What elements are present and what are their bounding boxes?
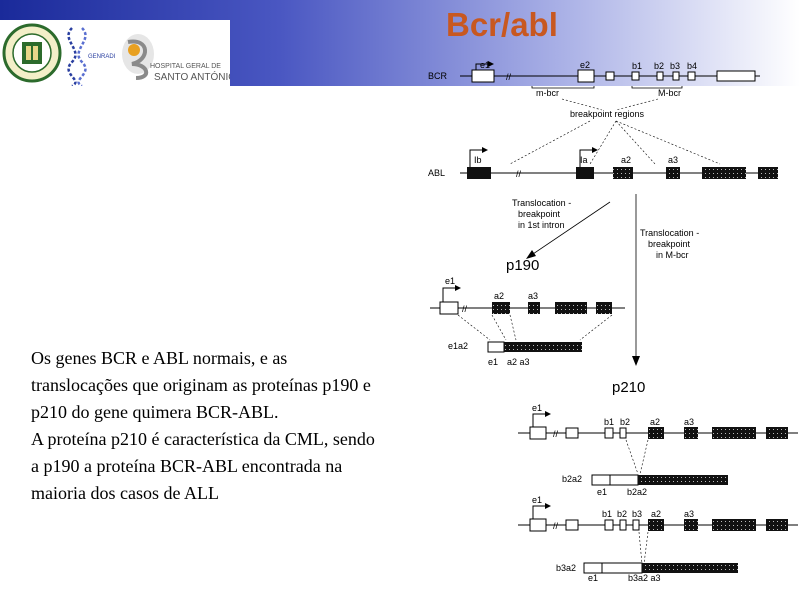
abl-gene-label: ABL xyxy=(428,168,445,178)
bcr-e1-label: e1 xyxy=(480,60,490,70)
abl-ib-label: Ib xyxy=(474,155,482,165)
p210-title: p210 xyxy=(612,379,645,396)
translocation-left-line1: Translocation - xyxy=(512,198,571,208)
bcr-b3-label: b3 xyxy=(670,61,680,71)
bcr-exon-b1 xyxy=(631,71,640,81)
abl-a3-label: a3 xyxy=(668,155,678,165)
p210-b2-label: b2 xyxy=(620,417,630,427)
bcr-exon-b3 xyxy=(672,71,680,81)
paragraph-1: Os genes BCR e ABL normais, e as translo… xyxy=(31,348,371,422)
abl-ia-label: Ia xyxy=(580,155,588,165)
translocation-left-line3: in 1st intron xyxy=(518,220,565,230)
p210b-exon-a2 xyxy=(648,519,664,531)
p210b-exon-b1 xyxy=(604,519,614,531)
p190-junction-label: e1a2 xyxy=(448,341,468,351)
translocation-right-line2: breakpoint xyxy=(648,239,691,249)
p210-a3-label: a3 xyxy=(684,417,694,427)
p210b-b2-label: b2 xyxy=(617,509,627,519)
p210-exon-b2 xyxy=(619,427,627,439)
p190-bottom-a2a3: a2 a3 xyxy=(507,357,530,367)
p210b-e1-label: e1 xyxy=(532,495,542,505)
p210b-b3-label: b3 xyxy=(632,509,642,519)
p190-exon-a3 xyxy=(528,302,540,314)
m-bcr-label: m-bcr xyxy=(536,88,559,98)
p210-junction-b3a2: b3a2 xyxy=(556,563,576,573)
p210-b2a2-label: b2a2 xyxy=(627,487,647,497)
paragraph-2: A proteína p210 é característica da CML,… xyxy=(31,429,375,503)
p210b-b1-label: b1 xyxy=(602,509,612,519)
bcr-abl-translocation-diagram: BCR // e1 e2 b1 b2 b3 b4 m-bcr M-bcr bre… xyxy=(428,60,798,583)
logos-graphic: GENRADI HOSPITAL GERAL DE SANTO ANTÓNIO xyxy=(2,23,236,88)
p210b-exon-b2 xyxy=(619,519,627,531)
p190-title: p190 xyxy=(506,257,539,274)
hospital-text-line1: HOSPITAL GERAL DE xyxy=(150,63,221,70)
logo-strip: GENRADI HOSPITAL GERAL DE SANTO ANTÓNIO xyxy=(0,20,236,88)
p210-b1-label: b1 xyxy=(604,417,614,427)
bcr-b4-label: b4 xyxy=(687,61,697,71)
p210b-a2-label: a2 xyxy=(651,509,661,519)
p210-exon-b1 xyxy=(604,427,614,439)
translocation-right-line1: Translocation - xyxy=(640,228,699,238)
bcr-b2-label: b2 xyxy=(654,61,664,71)
abl-exon-ia xyxy=(576,167,594,179)
p190-a2-label: a2 xyxy=(494,291,504,301)
p210b-exon-a3 xyxy=(684,519,698,531)
bcr-gene-label: BCR xyxy=(428,71,448,81)
p210-exon-e1 xyxy=(529,426,547,440)
abl-break-mark: // xyxy=(516,169,522,179)
slide-title: Bcr/abl xyxy=(446,6,558,43)
hospital-logo: HOSPITAL GERAL DE SANTO ANTÓNIO xyxy=(122,34,236,83)
p190-exon-e1 xyxy=(439,301,459,315)
p210-a2-label: a2 xyxy=(650,417,660,427)
bcr-e2-label: e2 xyxy=(580,60,590,70)
p210-b3a2-label: b3a2 a3 xyxy=(628,573,661,583)
p210-junction-b2a2: b2a2 xyxy=(562,474,582,484)
bcr-break-mark: // xyxy=(506,72,512,82)
bcr-exon-e2 xyxy=(577,69,595,83)
bcr-b1-label: b1 xyxy=(632,61,642,71)
p190-e1-label: e1 xyxy=(445,276,455,286)
hospital-text-line2: SANTO ANTÓNIO xyxy=(154,70,230,83)
translocation-right-line3: in M-bcr xyxy=(656,250,689,260)
p210b-a3-label: a3 xyxy=(684,509,694,519)
p210b-exon-b3 xyxy=(632,519,640,531)
translocation-left-line2: breakpoint xyxy=(518,209,561,219)
p210-b3a2-e1: e1 xyxy=(588,573,598,583)
major-bcr-label: M-bcr xyxy=(658,88,681,98)
p210-break-mark-1: // xyxy=(553,429,559,439)
p190-break-mark: // xyxy=(462,304,468,314)
p210b-exon-e1 xyxy=(529,518,547,532)
bcr-exon-e1 xyxy=(471,69,495,83)
abl-a2-label: a2 xyxy=(621,155,631,165)
abl-exon-a2 xyxy=(613,167,633,179)
p190-bottom-e1: e1 xyxy=(488,357,498,367)
genradi-text: GENRADI xyxy=(88,54,116,60)
abl-exon-ib xyxy=(467,167,491,179)
slide-body-text: Os genes BCR e ABL normais, e as translo… xyxy=(31,345,376,507)
p210-break-mark-2: // xyxy=(553,521,559,531)
abl-exon-a3 xyxy=(666,167,680,179)
p210-exon-a2 xyxy=(648,427,664,439)
university-seal-logo xyxy=(2,23,62,83)
p210-e1-label: e1 xyxy=(532,403,542,413)
bcr-exon-b4 xyxy=(687,71,696,81)
p210-b2a2-e1: e1 xyxy=(597,487,607,497)
p190-a3-label: a3 xyxy=(528,291,538,301)
genradi-logo: GENRADI xyxy=(67,27,116,88)
breakpoint-regions-label: breakpoint regions xyxy=(570,109,645,119)
bcr-exon-b2 xyxy=(656,71,664,81)
p210-exon-a3 xyxy=(684,427,698,439)
p190-exon-a2 xyxy=(492,302,510,314)
